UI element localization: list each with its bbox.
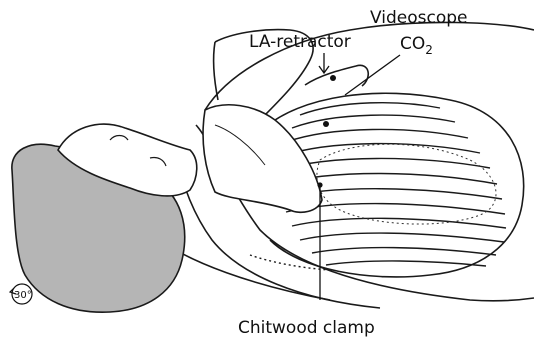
- lung-dotted-outline: [317, 144, 496, 224]
- co2-label: CO2: [400, 34, 433, 57]
- la-retractor-port-marker: [330, 75, 336, 81]
- chitwood-clamp-port-marker: [317, 182, 322, 187]
- videoscope-pointer-line: [345, 55, 400, 95]
- rotation-indicator: 30°: [10, 284, 32, 304]
- chitwood-clamp-label: Chitwood clamp: [238, 318, 375, 338]
- la-retractor-label: LA-retractor: [249, 32, 351, 52]
- instrument-pointers: [319, 53, 400, 300]
- videoscope-label: Videoscope: [370, 8, 467, 28]
- rotation-label: 30°: [14, 290, 32, 301]
- scapula: [203, 105, 322, 213]
- videoscope-port-marker: [323, 121, 329, 127]
